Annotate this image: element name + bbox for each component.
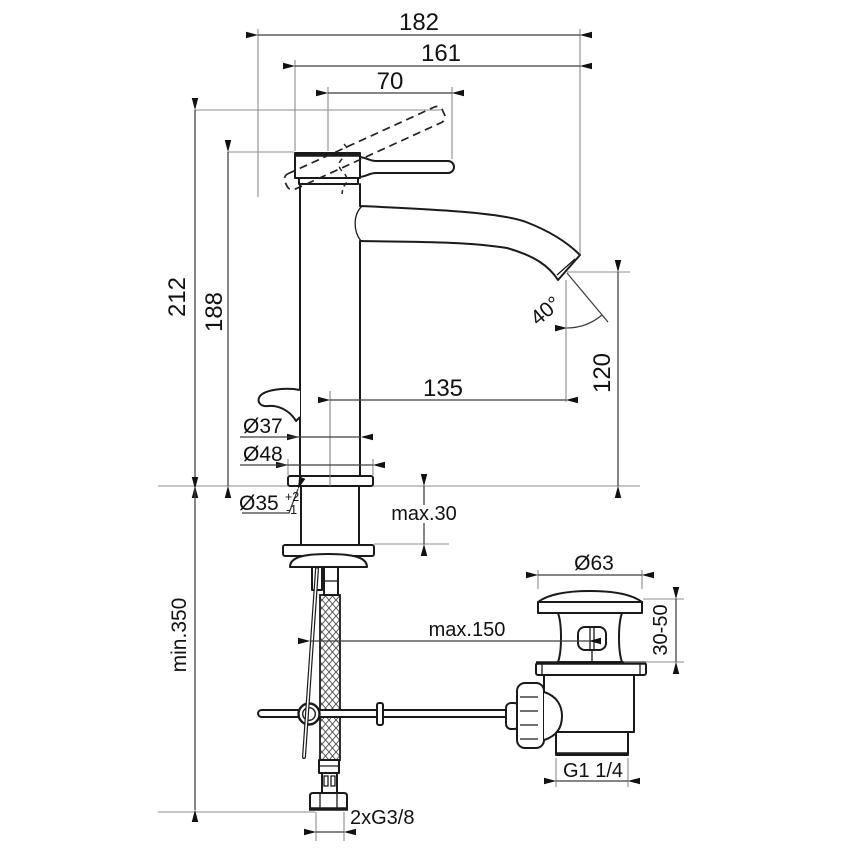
dim-hole-tol-plus: +2 [285,490,299,504]
supply-hex-nut [309,792,348,810]
braided-hose [319,594,341,761]
handle-lever [359,156,455,178]
dim-base-diameter: Ø48 [243,443,283,466]
dim-handle-length: 70 [377,68,404,95]
dim-hose-length-min: min.350 [168,598,191,673]
dim-waste-thread: G1 1/4 [563,760,623,782]
handle-raised-position [283,105,446,195]
dim-waste-adjust-range: 30-50 [650,604,672,655]
body-detail-hook [257,387,301,422]
pop-up-rod-assembly [257,567,511,759]
waste-top-plate [537,601,643,614]
mounting-shank [300,485,360,546]
dim-waste-flange-diameter: Ø63 [574,552,614,575]
dim-hole-diameter: Ø35 [239,492,279,515]
dim-supply-threads: 2xG3/8 [350,807,414,829]
dim-spout-reach: 135 [423,375,463,402]
waste-top-disc [537,590,643,603]
coupling-dome [543,691,563,741]
dimension-labels: 182 161 70 212 188 135 120 40° Ø37 Ø48 Ø… [164,9,672,829]
supply-hose [309,566,348,811]
waste-rod-coupling [505,682,563,749]
waste-lower-flange [535,662,647,676]
dim-outlet-angle: 40° [526,292,565,330]
dim-deck-thickness-max: max.30 [391,503,457,525]
spout [359,205,581,281]
dim-body-height: 188 [201,292,228,332]
waste-rod-slot [577,626,607,651]
dim-rod-offset-max: max.150 [429,619,506,641]
dim-outlet-height: 120 [589,353,616,393]
dim-body-diameter: Ø37 [243,415,283,438]
rod-joiner [376,702,384,726]
knurled-knob [516,682,545,749]
dim-overall-height: 212 [164,277,191,317]
dimension-lines [158,29,684,841]
dim-front-depth: 161 [421,40,461,67]
head-ring [298,177,359,185]
waste-thread [555,731,629,756]
shank-dome [289,553,368,568]
aerator-face [556,258,576,276]
dim-hole-tol-minus: -1 [286,503,297,517]
dim-overall-depth: 182 [399,9,439,36]
